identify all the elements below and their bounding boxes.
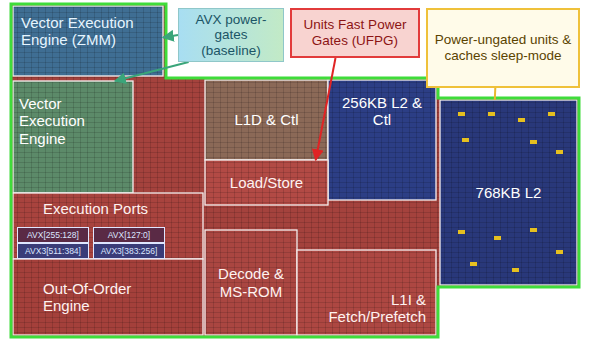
die-region: Decode & MS-ROM xyxy=(205,230,297,335)
region-fill xyxy=(13,81,133,193)
region-label: Out-Of-Order Engine xyxy=(43,280,143,315)
die-region: 768KB L2 xyxy=(440,100,577,285)
sleep-cell xyxy=(458,112,465,116)
region-label: 768KB L2 xyxy=(476,184,542,201)
callout-box: AVX power-gates (baseline) xyxy=(178,8,284,62)
callout-text: AVX power-gates (baseline) xyxy=(183,12,279,59)
unit-tag: AVX3[383:256] xyxy=(93,243,165,259)
region-texture xyxy=(206,231,296,334)
unit-tag-text: AVX3[511:384] xyxy=(25,246,81,257)
sleep-cell xyxy=(530,140,537,144)
sleep-cell xyxy=(556,250,563,254)
region-fill xyxy=(328,80,436,200)
region-fill xyxy=(297,250,436,335)
region-label: Vector Execution Engine (ZMM) xyxy=(21,14,157,49)
callout-arrow xyxy=(494,88,497,100)
die-region: Vector Execution Engine xyxy=(13,81,133,193)
unit-tag-text: AVX[255:128] xyxy=(27,230,79,241)
region-texture xyxy=(298,251,435,334)
callout-arrow xyxy=(115,62,189,81)
sleep-cells xyxy=(458,112,563,272)
core-outline xyxy=(11,4,579,337)
region-fill xyxy=(205,80,328,160)
sleep-cell xyxy=(470,262,477,266)
callout-text: Power-ungated units & caches sleep-mode xyxy=(434,32,572,63)
die-ground xyxy=(11,4,579,337)
region-label: Vector Execution Engine xyxy=(19,95,127,147)
die-region: Out-Of-Order Engine xyxy=(13,259,203,335)
die-region: L1D & Ctl xyxy=(205,80,328,160)
region-fill xyxy=(13,259,203,335)
region-label: 256KB L2 & Ctl xyxy=(336,94,428,129)
unit-tag: AVX[255:128] xyxy=(17,227,89,243)
die-texture xyxy=(11,4,579,337)
die-region: Vector Execution Engine (ZMM) xyxy=(13,6,163,76)
die-region: L1I & Fetch/Prefetch xyxy=(297,250,436,335)
callout-box: Power-ungated units & caches sleep-mode xyxy=(426,8,580,88)
sleep-cell xyxy=(488,112,495,116)
region-texture xyxy=(14,7,162,75)
region-texture xyxy=(14,194,202,258)
region-texture xyxy=(441,101,576,284)
region-fill xyxy=(13,193,203,259)
die-region: Execution PortsAVX[255:128] AVX[127:0] AVX… xyxy=(13,193,203,259)
sleep-cell xyxy=(458,230,465,234)
sleep-cell xyxy=(462,138,469,142)
callout-text: Units Fast Power Gates (UFPG) xyxy=(296,17,414,48)
callout-arrow xyxy=(316,58,336,160)
region-texture xyxy=(14,82,132,192)
unit-tag: AVX[127:0] xyxy=(93,227,165,243)
region-texture xyxy=(14,260,202,334)
region-texture xyxy=(206,81,327,159)
callout-arrow xyxy=(163,35,178,38)
region-label: Execution Ports xyxy=(43,200,148,217)
unit-tag: AVX3[511:384] xyxy=(17,243,89,259)
region-fill xyxy=(13,6,163,76)
region-fill xyxy=(205,230,297,335)
sleep-cell xyxy=(548,112,555,116)
callout-box: Units Fast Power Gates (UFPG) xyxy=(290,8,420,58)
region-label: L1D & Ctl xyxy=(234,111,298,128)
region-label: Decode & MS-ROM xyxy=(211,265,291,300)
unit-tag-text: AVX[127:0] xyxy=(108,230,150,241)
region-texture xyxy=(329,81,435,199)
sleep-cell xyxy=(512,268,519,272)
die-region: Load/Store xyxy=(205,160,328,205)
region-fill xyxy=(205,160,328,205)
sleep-cell xyxy=(530,228,537,232)
region-texture xyxy=(206,161,327,204)
sleep-cell xyxy=(518,118,525,122)
sleep-cell xyxy=(556,150,563,154)
region-label: L1I & Fetch/Prefetch xyxy=(307,291,426,326)
unit-tag-text: AVX3[383:256] xyxy=(101,246,158,257)
die-region: 256KB L2 & Ctl xyxy=(328,80,436,200)
region-fill xyxy=(440,100,577,285)
sleep-cell xyxy=(494,236,501,240)
region-label: Load/Store xyxy=(230,174,303,191)
